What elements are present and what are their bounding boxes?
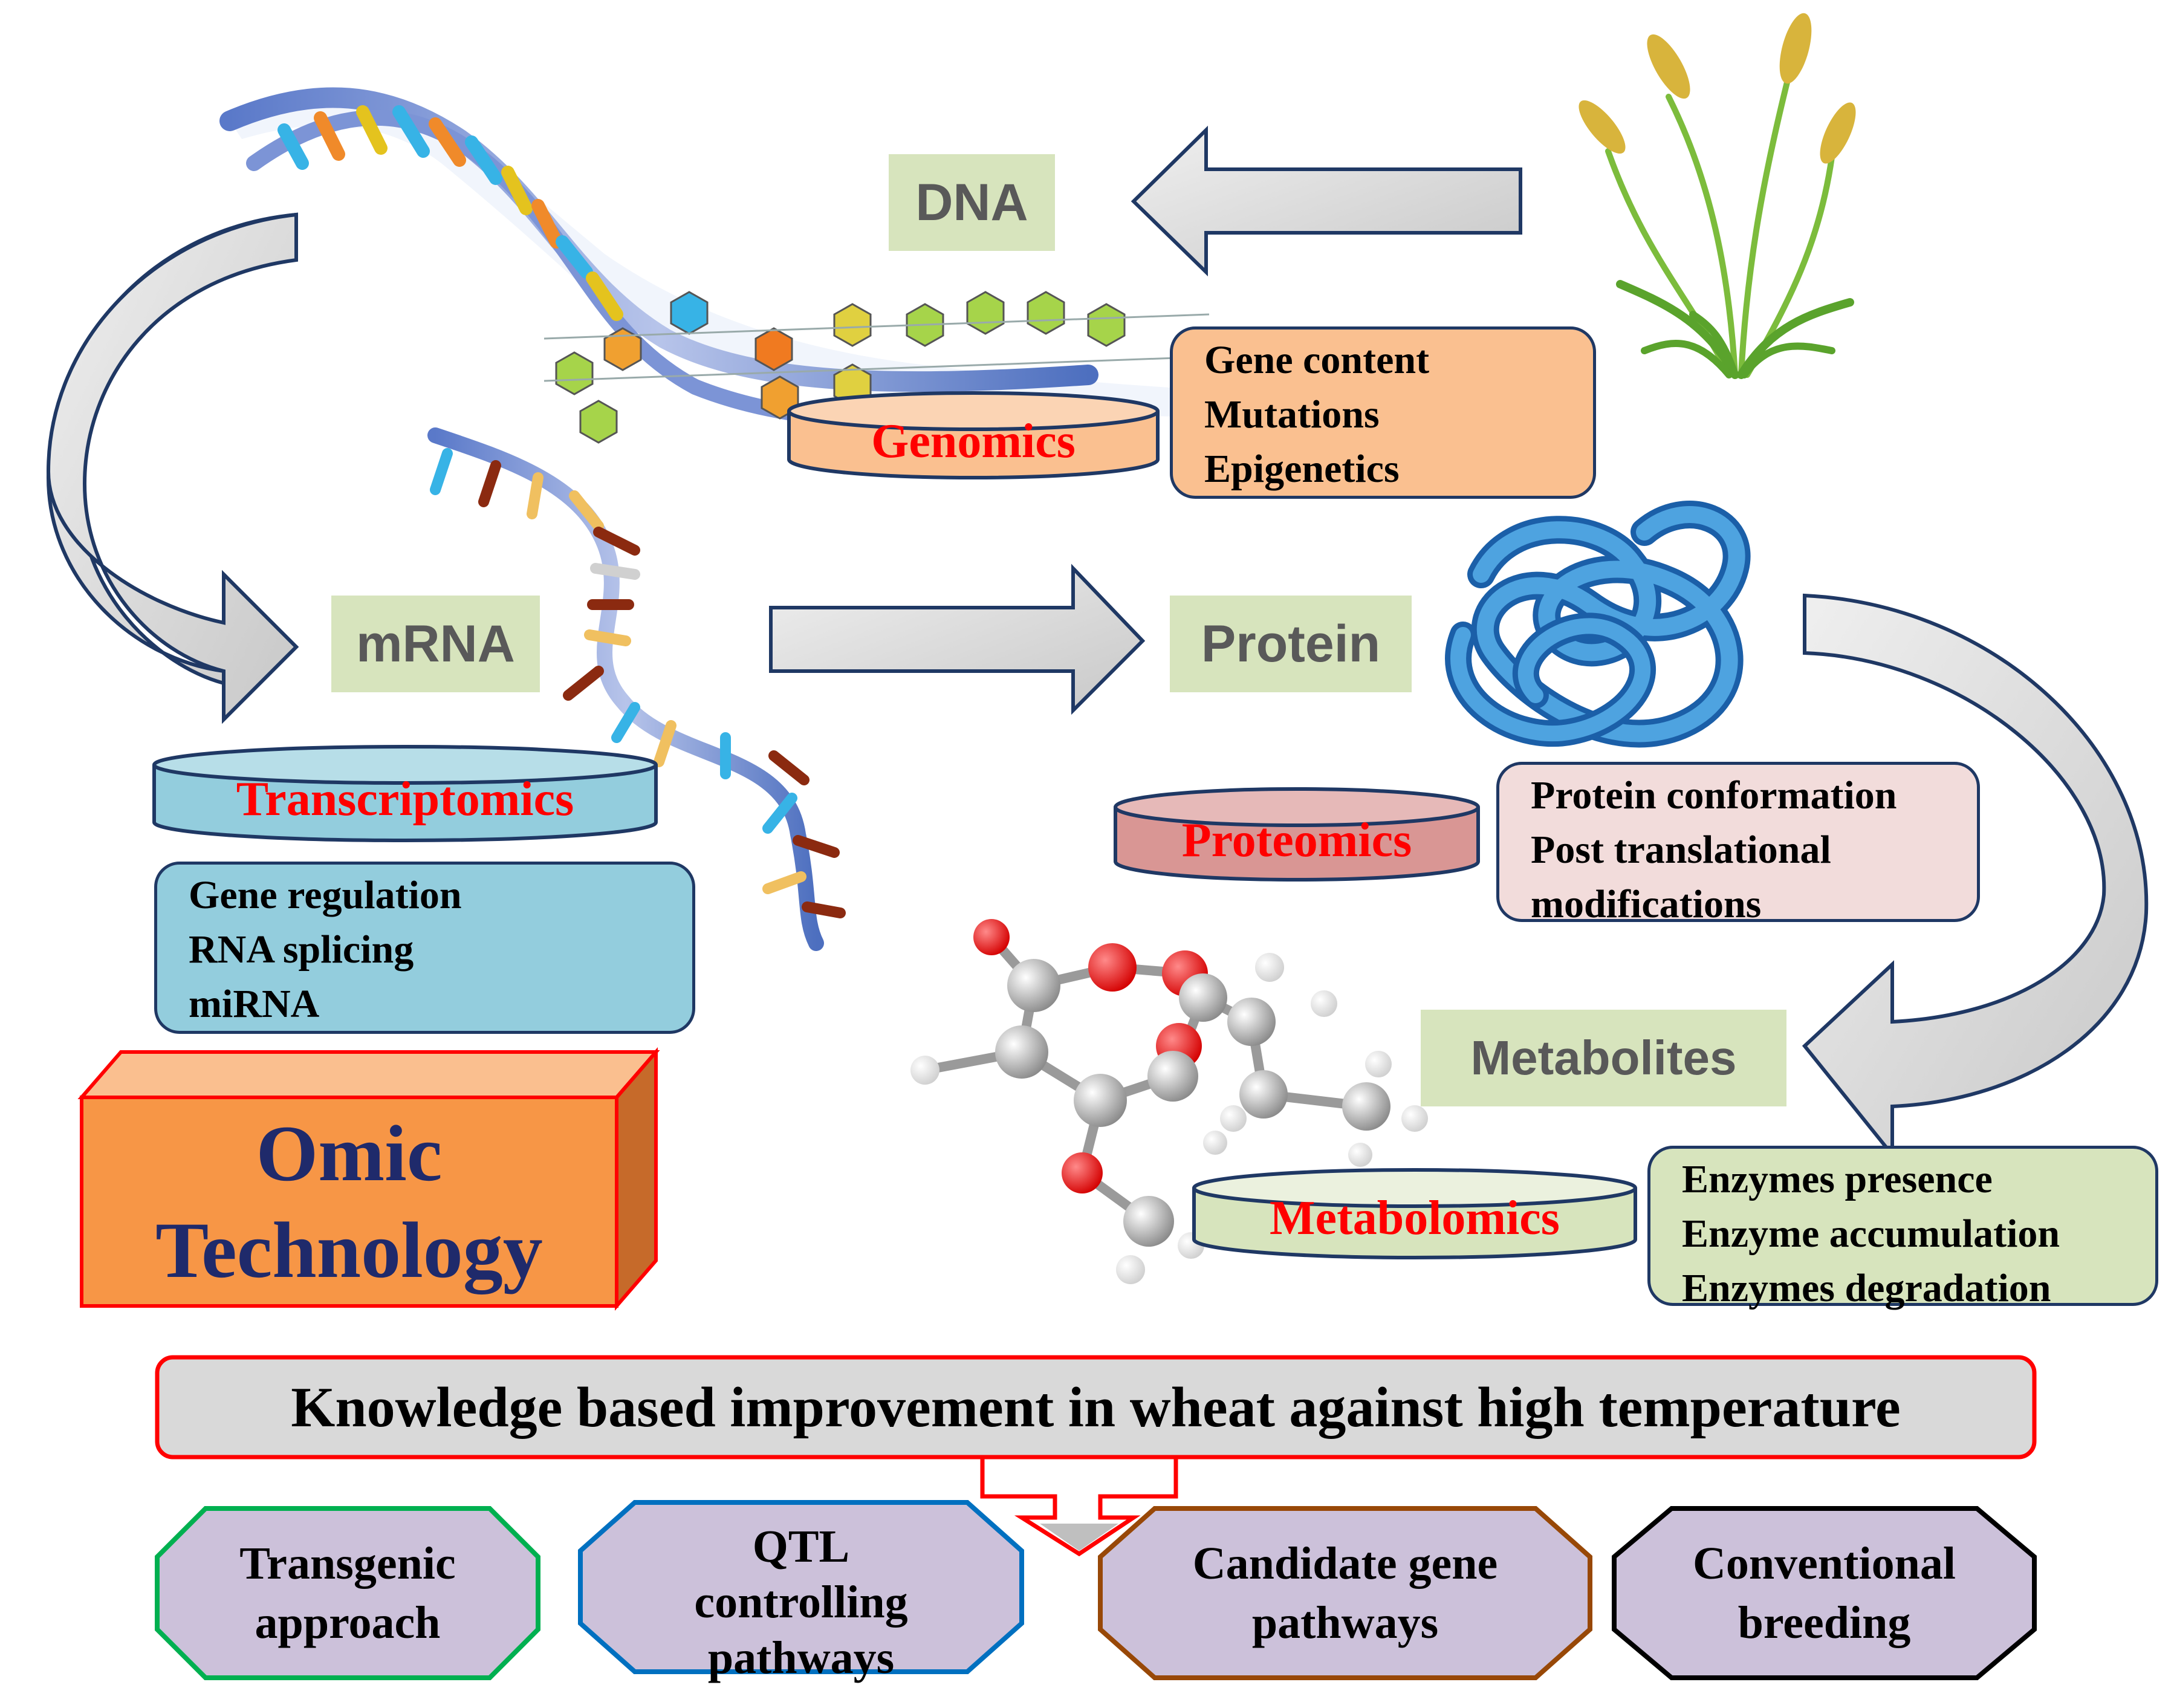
proteomics-label: Proteomics (1181, 813, 1412, 867)
outcome-qtl-shape (578, 1500, 1024, 1674)
outcome-line: Conventional (1693, 1538, 1956, 1589)
genomics-details: Gene content Mutations Epigenetics (1170, 326, 1596, 499)
outcome-conventional: Conventional breeding (1614, 1508, 2034, 1678)
outcome-qtl: QTL controlling pathways (580, 1502, 1022, 1702)
detail-item: Post translational (1531, 828, 1831, 872)
detail-item: Enzymes degradation (1682, 1266, 2051, 1310)
outcome-line: breeding (1738, 1597, 1911, 1648)
detail-item: Protein conformation (1531, 773, 1897, 817)
metabolites-label: Metabolites (1421, 1010, 1786, 1106)
detail-item: Epigenetics (1204, 447, 1400, 491)
outcome-line: controlling (694, 1577, 908, 1628)
outcome-line: QTL (752, 1521, 850, 1572)
detail-item: miRNA (189, 982, 320, 1026)
knowledge-down-arrow (980, 1455, 1178, 1557)
wheat-plant-icon (1579, 13, 1856, 379)
genomics-label: Genomics (871, 414, 1076, 468)
detail-item: modifications (1531, 882, 1762, 926)
proteomics-details: Protein conformation Post translational … (1496, 762, 1980, 926)
detail-item: Enzyme accumulation (1682, 1212, 2060, 1256)
protein-label: Protein (1170, 596, 1412, 692)
arrow-protein-to-metabolites (1802, 593, 2149, 1160)
detail-item: Gene content (1204, 338, 1430, 382)
detail-item: Gene regulation (189, 873, 462, 917)
outcome-candidate-shape (1098, 1506, 1592, 1680)
outcome-conventional-shape (1612, 1506, 2037, 1680)
metabolomics-label: Metabolomics (1270, 1191, 1560, 1245)
arrow-mrna-to-protein (769, 563, 1146, 715)
knowledge-title: Knowledge based improvement in wheat aga… (291, 1375, 1901, 1439)
mrna-strand-icon (427, 427, 846, 951)
outcome-transgenic: Transgenic approach (157, 1508, 538, 1678)
omic-technology-line1: Omic (256, 1108, 443, 1198)
arrow-plant-to-dna (1131, 125, 1522, 277)
protein-structure-icon (1445, 501, 1751, 748)
outcome-line: Transgenic (239, 1538, 456, 1589)
outcome-line: Candidate gene (1192, 1538, 1498, 1589)
outcome-line: pathways (1251, 1597, 1439, 1648)
outcome-line: pathways (707, 1632, 895, 1683)
proteomics-cylinder (1114, 787, 1480, 882)
metabolomics-details: Enzymes presence Enzyme accumulation Enz… (1647, 1146, 2158, 1310)
omic-technology-box (77, 1047, 660, 1311)
outcome-candidate-gene: Candidate gene pathways (1100, 1508, 1590, 1678)
transcriptomics-details: Gene regulation RNA splicing miRNA (154, 862, 695, 1034)
detail-item: Mutations (1204, 392, 1380, 437)
mrna-label: mRNA (331, 596, 540, 692)
outcome-line: approach (255, 1597, 441, 1648)
transcriptomics-cylinder (152, 745, 658, 842)
transcriptomics-label: Transcriptomics (236, 773, 574, 826)
outcome-transgenic-shape (155, 1506, 540, 1680)
omic-technology-line2: Technology (155, 1205, 543, 1294)
detail-item: RNA splicing (189, 927, 414, 972)
genomics-cylinder (787, 391, 1160, 479)
metabolomics-cylinder (1192, 1168, 1637, 1259)
dna-label: DNA (889, 154, 1055, 251)
detail-item: Enzymes presence (1682, 1157, 1993, 1201)
omic-technology-label: Omic Technology (82, 1097, 617, 1306)
